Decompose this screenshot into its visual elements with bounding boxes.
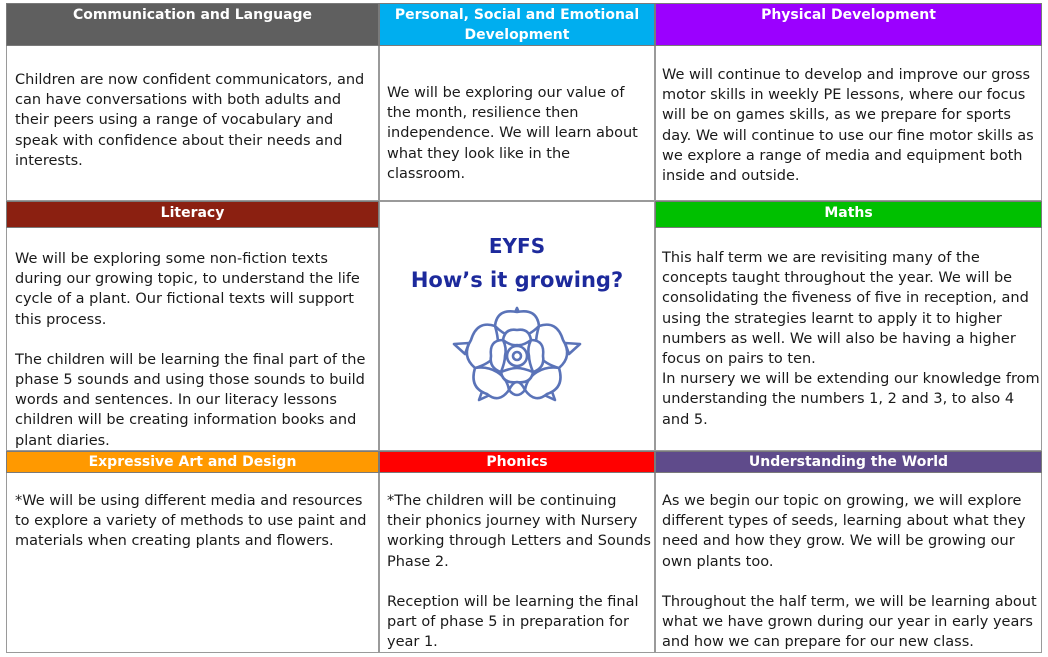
world-paragraph-2: Throughout the half term, we will be lea… [662,593,1037,651]
phonics-header: Phonics [379,451,655,473]
maths-text: This half term we are revisiting many of… [662,248,1042,430]
phonics-paragraph-1: *The children will be continuing their p… [387,493,651,570]
center-block: EYFS How’s it growing? [379,201,655,451]
maths-cell [655,201,1042,451]
art-header: Expressive Art and Design [6,451,379,473]
art-paragraph: *We will be using different media and re… [15,493,367,550]
maths-paragraph-2: In nursery we will be extending our know… [662,371,1040,428]
physical-header: Physical Development [655,3,1042,46]
pse-paragraph: We will be exploring our value of the mo… [387,85,638,182]
art-cell [6,451,379,653]
pse-text: We will be exploring our value of the mo… [387,83,649,184]
eyfs-overview-grid: Communication and Language Children are … [6,3,1042,653]
literacy-header: Literacy [6,201,379,228]
physical-paragraph: We will continue to develop and improve … [662,67,1034,185]
center-title-eyfs: EYFS [488,234,546,258]
phonics-cell [379,451,655,653]
maths-paragraph-1: This half term we are revisiting many of… [662,250,1029,368]
maths-header: Maths [655,201,1042,228]
literacy-cell [6,201,379,451]
physical-text: We will continue to develop and improve … [662,65,1038,186]
world-text: As we begin our topic on growing, we wil… [662,491,1038,652]
phonics-paragraph-2: Reception will be learning the final par… [387,593,639,651]
world-paragraph-1: As we begin our topic on growing, we wil… [662,493,1026,570]
world-header: Understanding the World [655,451,1042,473]
art-text: *We will be using different media and re… [15,491,377,552]
literacy-text: We will be exploring some non-fiction te… [15,249,375,451]
literacy-paragraph-1: We will be exploring some non-fiction te… [15,251,360,328]
literacy-paragraph-2: The children will be learning the final … [15,351,366,449]
pse-header: Personal, Social and Emotional Developme… [379,3,655,46]
communication-header: Communication and Language [6,3,379,46]
phonics-text: *The children will be continuing their p… [387,491,651,652]
yorkshire-rose-icon [452,306,582,402]
center-title-topic: How’s it growing? [410,268,624,292]
communication-text: Children are now confident communicators… [15,70,375,171]
communication-paragraph: Children are now confident communicators… [15,72,365,169]
